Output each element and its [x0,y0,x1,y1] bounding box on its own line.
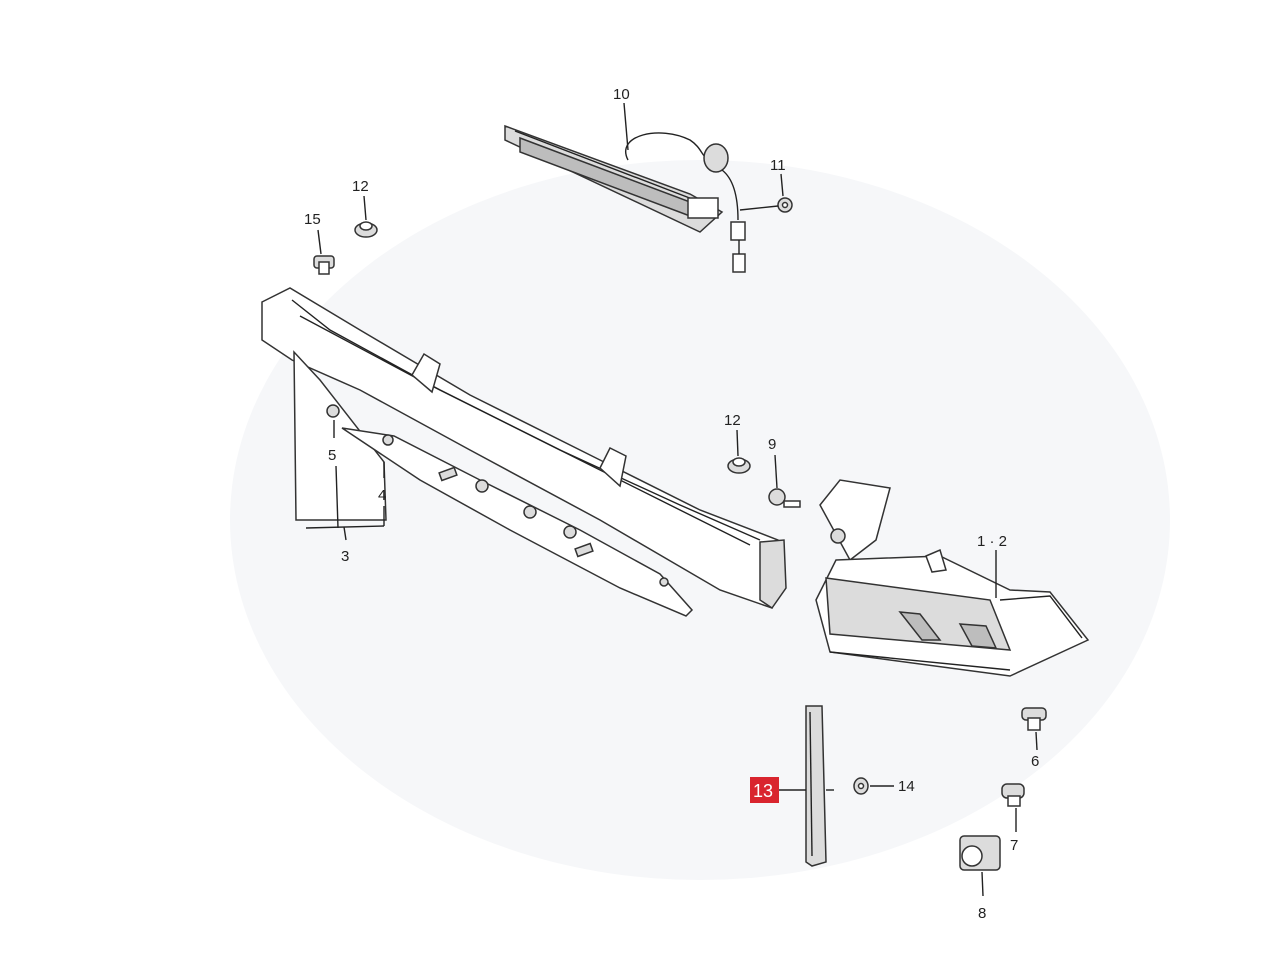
leader-8 [981,871,984,897]
highlight-badge-13[interactable]: 13 [750,777,779,803]
part-inner-strip[interactable] [341,427,694,617]
label-11: 11 [770,157,786,174]
label-1-2: 1 · 2 [977,533,1007,550]
label-6: 6 [1031,753,1039,770]
label-3: 3 [341,548,349,565]
leader-10 [623,102,629,151]
label-15: 15 [304,211,321,228]
leader-5-down [335,465,339,529]
part-6-clip[interactable] [1021,707,1047,731]
leader-3 [343,526,347,541]
part-12-grommet-upper[interactable] [354,221,378,238]
label-8: 8 [978,905,986,922]
part-10-brake-light[interactable] [504,124,746,273]
part-4-bracket[interactable] [293,350,387,521]
part-5-screw[interactable] [326,404,340,418]
label-5: 5 [328,447,336,464]
leader-3-bracket [305,525,385,529]
part-9-bolt[interactable] [768,488,801,508]
label-9: 9 [768,436,776,453]
part-13-reflector[interactable] [805,705,834,867]
part-1-2-tail-lamp[interactable] [815,479,1090,677]
leader-15 [317,229,322,255]
leader-6 [1035,731,1038,751]
label-7: 7 [1010,837,1018,854]
label-13: 13 [753,781,773,801]
label-4: 4 [378,487,386,504]
label-10: 10 [613,86,630,103]
label-12-lower: 12 [724,412,741,429]
part-12-grommet-lower[interactable] [727,457,751,474]
leader-12-upper [363,195,367,221]
label-14: 14 [898,778,915,795]
label-12-upper: 12 [352,178,369,195]
leader-11-shaft [739,205,779,211]
leader-12-lower [736,429,739,457]
part-rear-garnish[interactable] [261,287,787,610]
part-7-clip[interactable] [1001,783,1025,807]
leader-9 [774,454,778,489]
part-15-clip[interactable] [313,255,335,275]
part-11-nut[interactable] [777,197,793,213]
part-14-nut[interactable] [853,777,869,795]
part-8-retainer[interactable] [959,835,1001,871]
leader-11 [780,173,784,197]
